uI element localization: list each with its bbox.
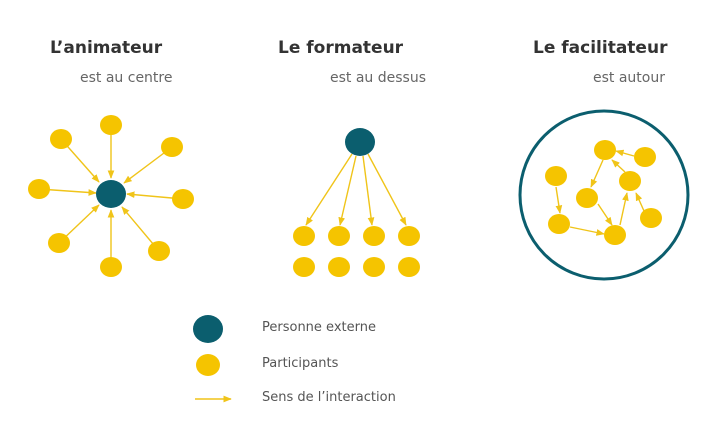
formateur-arrows: [305, 153, 407, 226]
participant-node: [293, 257, 315, 277]
animateur-participants: [28, 115, 194, 277]
legend-interaction-label: Sens de l’interaction: [262, 390, 396, 405]
arrow-link: [615, 149, 635, 157]
participant-node: [576, 188, 598, 208]
facilitator-circle: [518, 109, 690, 281]
arrow-link: [555, 186, 563, 214]
participant-node: [594, 140, 616, 160]
arrow-out-4: [367, 153, 407, 226]
participant-node: [28, 179, 50, 199]
facilitateur-panel: [518, 109, 690, 281]
participant-node: [328, 226, 350, 246]
participant-node: [545, 166, 567, 186]
participant-node: [634, 147, 656, 167]
facilitateur-arrows: [555, 149, 645, 236]
participant-node: [363, 226, 385, 246]
participant-node: [363, 257, 385, 277]
formateur-title: Le formateur: [278, 38, 404, 58]
participant-node: [619, 171, 641, 191]
legend-participant-swatch: [196, 354, 220, 376]
formateur-subtitle: est au dessus: [330, 70, 427, 86]
arrow-link: [597, 203, 613, 226]
participant-node: [161, 137, 183, 157]
participant-node: [148, 241, 170, 261]
participant-node: [548, 214, 570, 234]
participant-node: [172, 189, 194, 209]
participant-node: [640, 208, 662, 228]
arrow-link: [635, 192, 645, 212]
animateur-panel: [28, 115, 194, 277]
facilitateur-title: Le facilitateur: [533, 38, 668, 58]
participant-node: [398, 257, 420, 277]
participant-node: [398, 226, 420, 246]
legend-participants-label: Participants: [262, 356, 339, 371]
arrow-link: [590, 159, 604, 188]
participant-node: [50, 129, 72, 149]
animateur-subtitle: est au centre: [80, 70, 173, 86]
participant-node: [293, 226, 315, 246]
arrow-link: [611, 159, 626, 173]
participant-node: [604, 225, 626, 245]
arrow-link: [569, 226, 605, 236]
arrow-out-3: [362, 155, 375, 226]
facilitateur-subtitle: est autour: [593, 70, 665, 86]
arrow-out-2: [338, 155, 357, 226]
animateur-title: L’animateur: [50, 38, 163, 58]
facilitateur-participants: [545, 140, 662, 245]
formateur-participants: [293, 226, 420, 277]
participant-node: [328, 257, 350, 277]
legend-external-label: Personne externe: [262, 320, 376, 335]
arrow-link: [619, 192, 629, 226]
participant-node: [100, 257, 122, 277]
participant-node: [100, 115, 122, 135]
legend: [193, 315, 232, 403]
formateur-panel: [293, 128, 420, 277]
arrow-out-1: [305, 153, 353, 226]
external-person-node: [96, 180, 126, 208]
external-person-node: [345, 128, 375, 156]
participant-node: [48, 233, 70, 253]
legend-external-swatch: [193, 315, 223, 343]
